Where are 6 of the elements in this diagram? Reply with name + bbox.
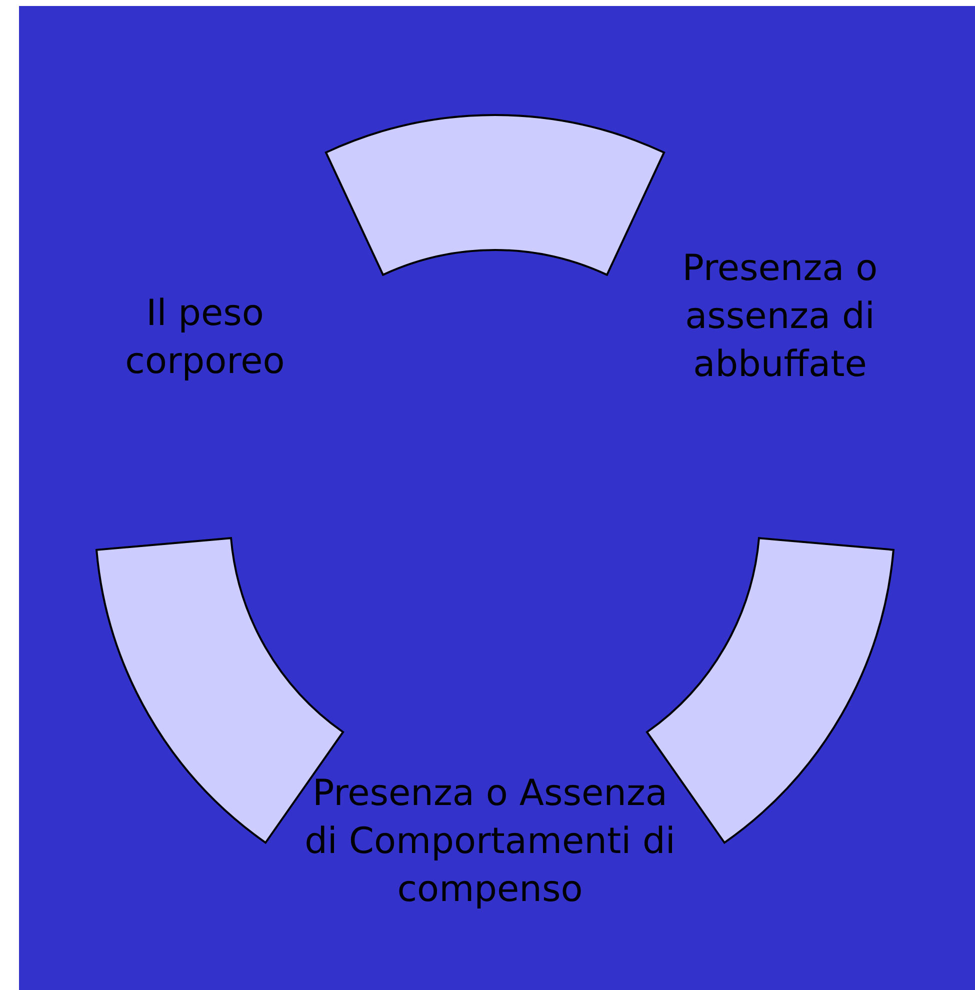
cycle-label: Presenza o assenza di abbuffate xyxy=(650,245,910,389)
cycle-label: Presenza o Assenza di Comportamenti di compenso xyxy=(300,770,680,914)
arc-band xyxy=(96,537,344,844)
cycle-label: Il peso corporeo xyxy=(85,290,325,386)
arc-band xyxy=(324,114,666,276)
arc-band xyxy=(646,537,894,844)
